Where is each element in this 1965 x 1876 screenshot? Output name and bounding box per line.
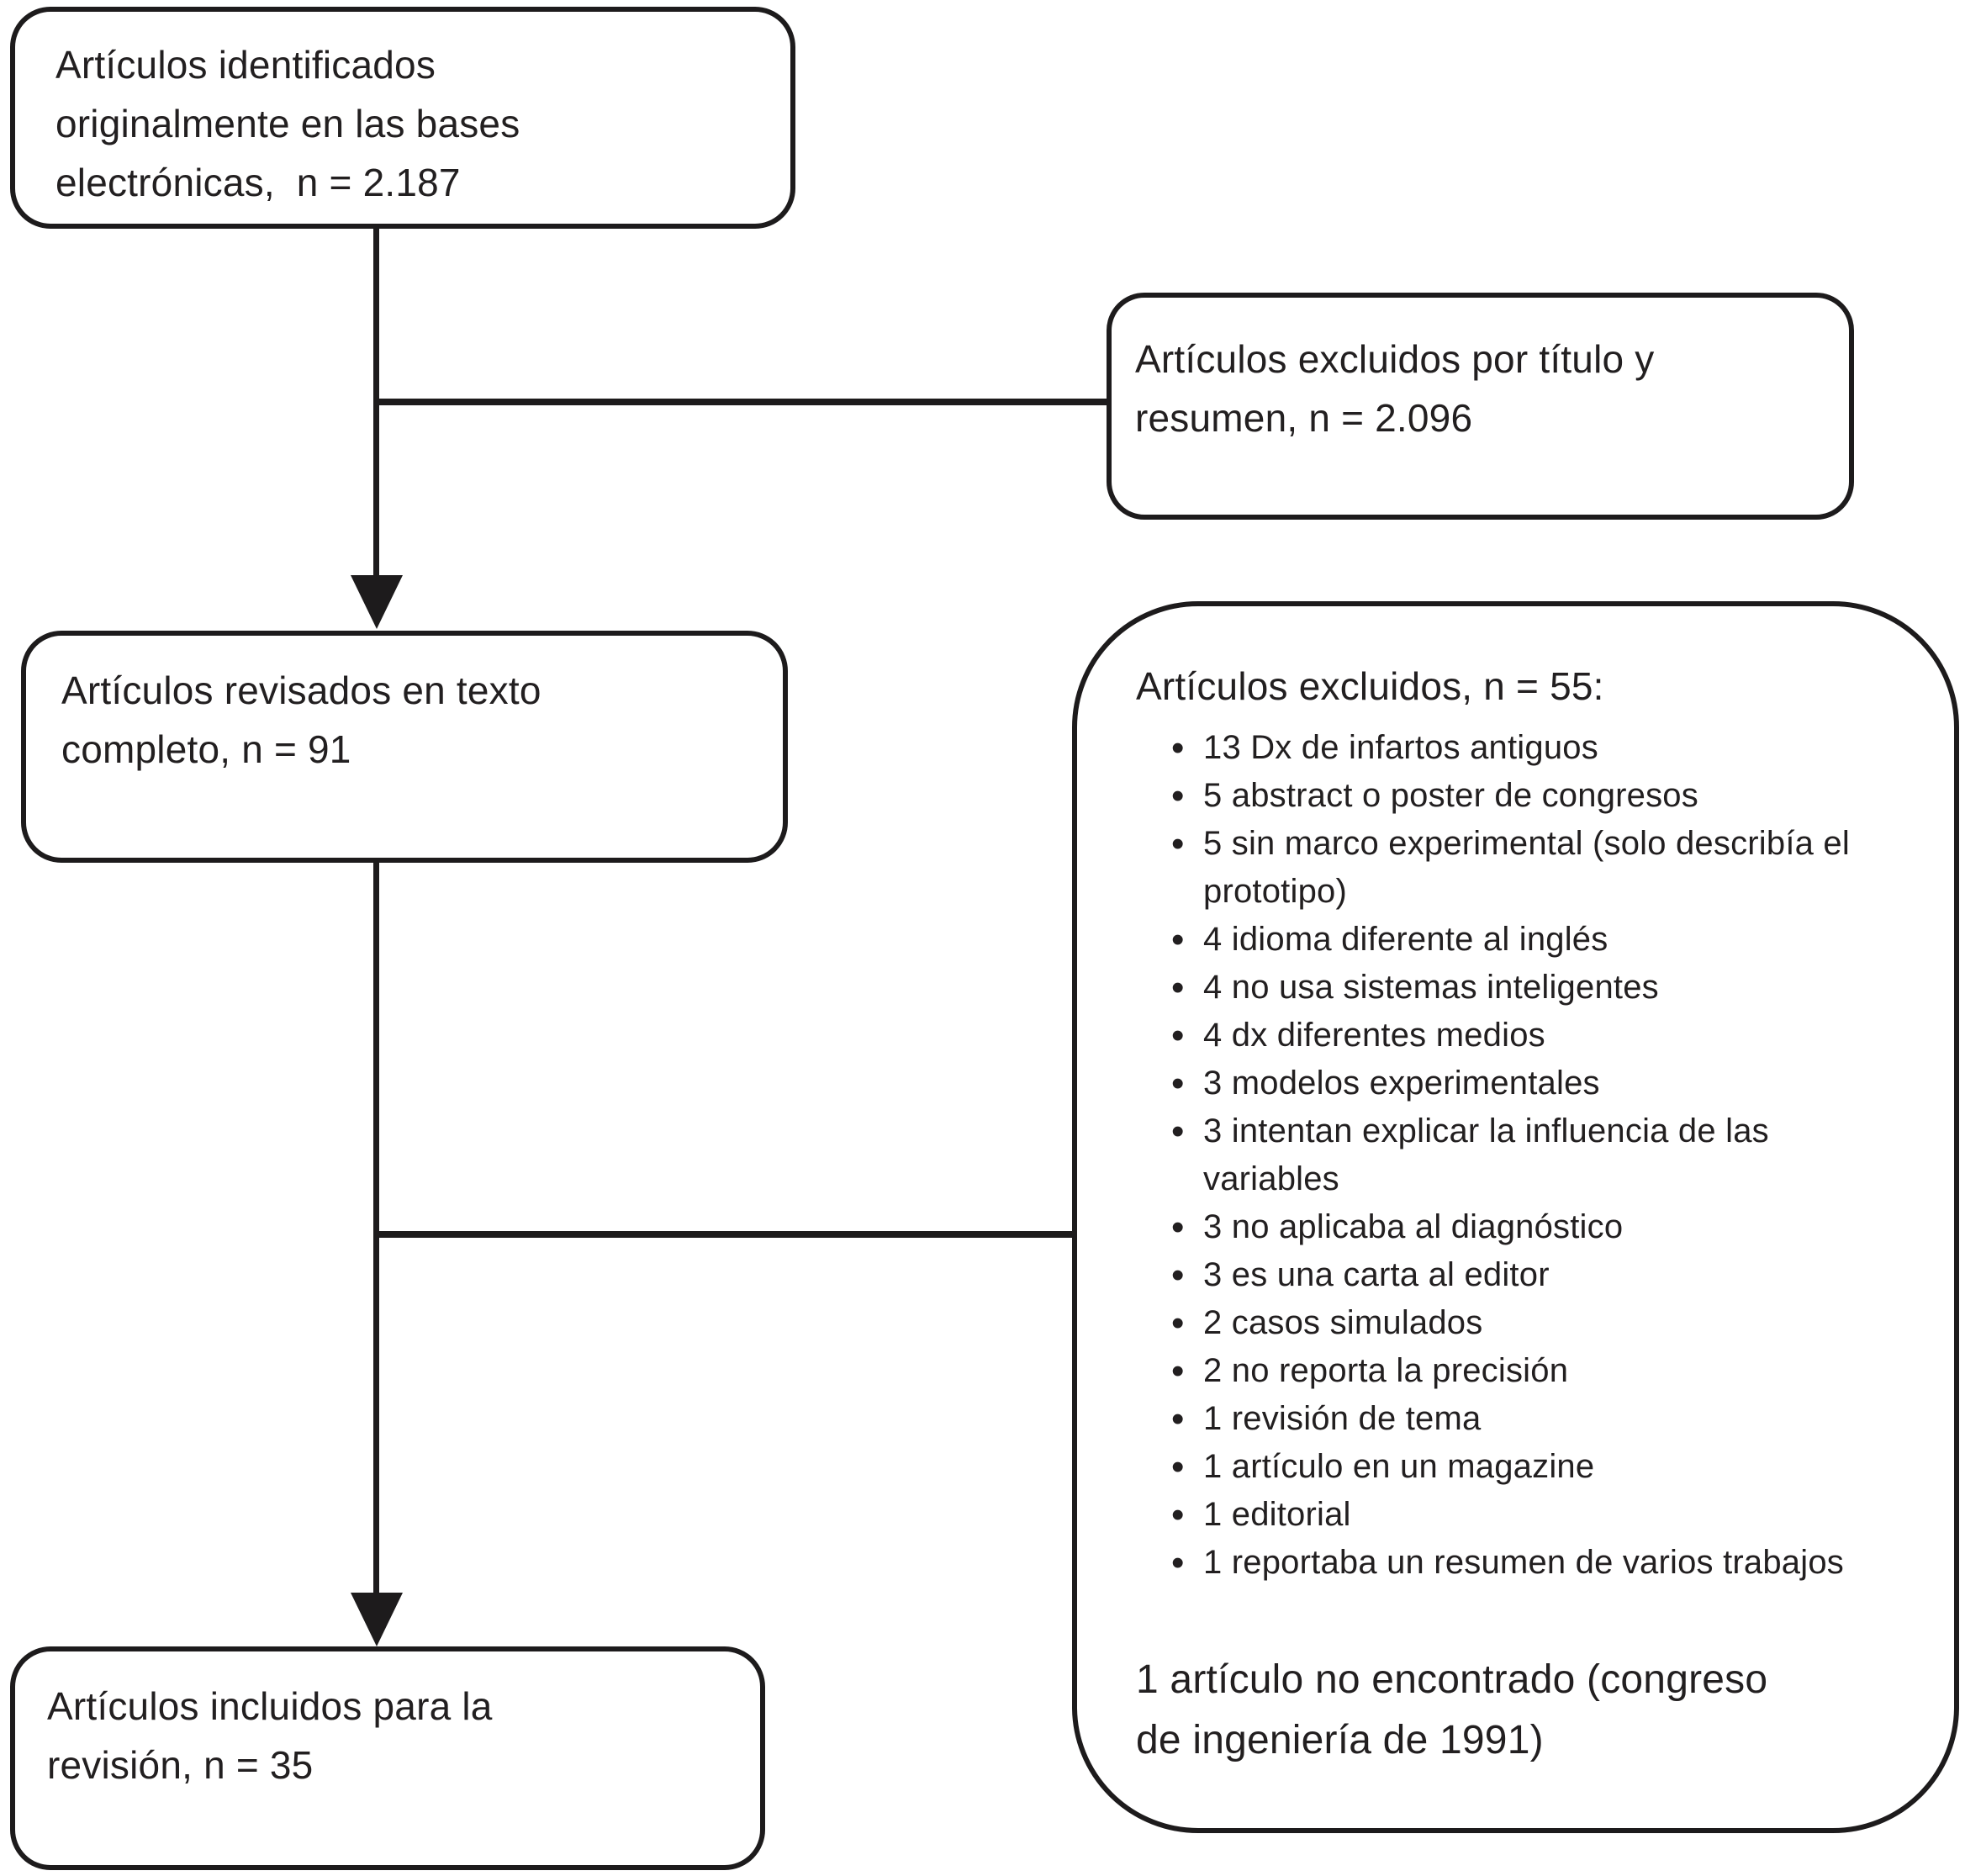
arrow-down-icon	[351, 575, 403, 629]
exclusion-list-item: 1 editorial	[1171, 1491, 1903, 1539]
exclusion-list-item: 3 intentan explicar la influencia de las…	[1171, 1107, 1903, 1203]
exclusion-list-item: 5 abstract o poster de congresos	[1171, 772, 1903, 820]
exclusion-list-item: 1 revisión de tema	[1171, 1395, 1903, 1443]
connector-reviewed-to-included	[373, 861, 379, 1598]
box-articles-identified-text: Artículos identificados originalmente en…	[55, 43, 520, 204]
connector-branch-excluded-title-abstract	[373, 399, 1107, 405]
connector-branch-excluded-full-text	[373, 1231, 1072, 1238]
box-articles-excluded-title-abstract: Artículos excluidos por título y resumen…	[1107, 293, 1854, 520]
box-articles-included: Artículos incluidos para la revisión, n …	[10, 1646, 765, 1870]
article-not-found-note: 1 artículo no encontrado (congreso de in…	[1136, 1657, 1768, 1762]
exclusion-list-item: 2 casos simulados	[1171, 1299, 1903, 1347]
box-articles-full-text-reviewed: Artículos revisados en texto completo, n…	[21, 631, 788, 863]
exclusion-list-item: 4 idioma diferente al inglés	[1171, 916, 1903, 964]
exclusion-list-item: 3 no aplicaba al diagnóstico	[1171, 1203, 1903, 1251]
exclusion-list-item: 4 dx diferentes medios	[1171, 1012, 1903, 1060]
arrow-down-icon	[351, 1593, 403, 1646]
box-articles-full-text-reviewed-text: Artículos revisados en texto completo, n…	[61, 668, 541, 771]
box-articles-excluded-full-text: Artículos excluidos, n = 55: 13 Dx de in…	[1072, 601, 1959, 1833]
exclusion-list-item: 2 no reporta la precisión	[1171, 1347, 1903, 1395]
exclusion-list-item: 3 es una carta al editor	[1171, 1251, 1903, 1299]
exclusion-list-title: Artículos excluidos, n = 55:	[1136, 664, 1604, 708]
exclusion-list-item: 1 reportaba un resumen de varios trabajo…	[1171, 1539, 1903, 1587]
exclusion-list-item: 5 sin marco experimental (solo describía…	[1171, 820, 1903, 916]
box-articles-included-text: Artículos incluidos para la revisión, n …	[47, 1684, 493, 1787]
box-articles-excluded-title-abstract-text: Artículos excluidos por título y resumen…	[1135, 337, 1655, 440]
exclusion-list: 13 Dx de infartos antiguos5 abstract o p…	[1136, 724, 1903, 1587]
exclusion-list-item: 4 no usa sistemas inteligentes	[1171, 964, 1903, 1012]
exclusion-list-item: 13 Dx de infartos antiguos	[1171, 724, 1903, 772]
exclusion-list-item: 1 artículo en un magazine	[1171, 1443, 1903, 1491]
box-articles-identified: Artículos identificados originalmente en…	[10, 7, 795, 229]
exclusion-list-item: 3 modelos experimentales	[1171, 1060, 1903, 1107]
